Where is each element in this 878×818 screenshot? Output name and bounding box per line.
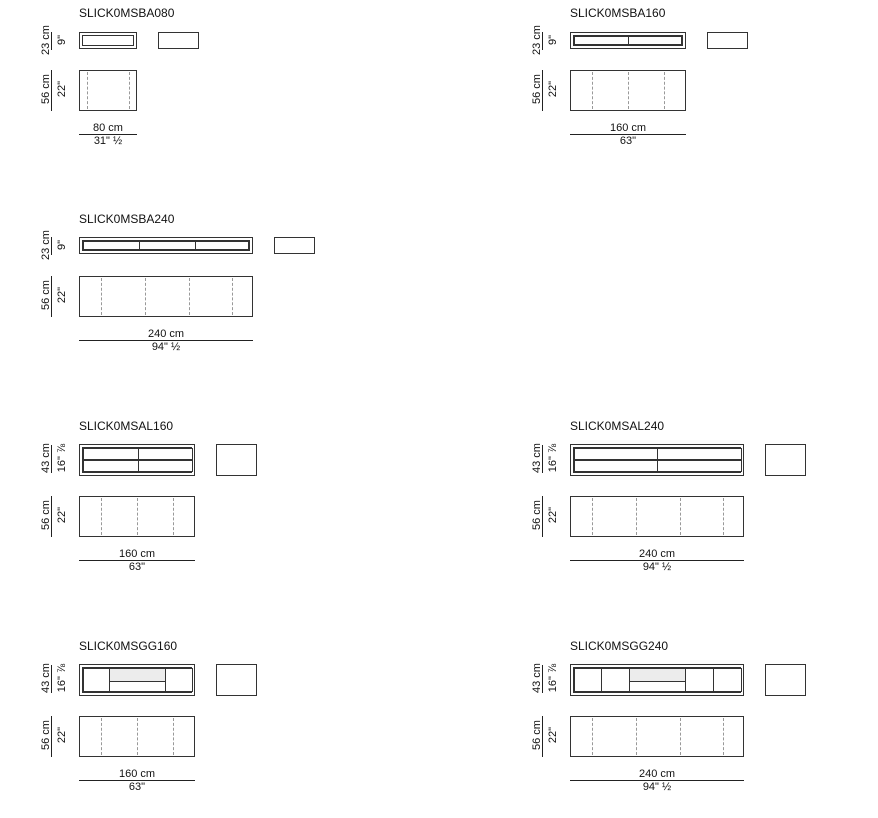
plan-view: [79, 70, 137, 111]
width-in: 31" ½: [93, 135, 123, 147]
front-elevation: [79, 237, 253, 254]
width-cm: 160 cm: [118, 768, 156, 780]
model-code: SLICK0MSBA160: [570, 6, 666, 20]
front-elevation: [570, 444, 744, 476]
depth-dimension: 56 cm 22": [38, 70, 68, 111]
plan-view: [79, 496, 195, 537]
plan-view: [570, 716, 744, 757]
height-in: 16" ⅞: [547, 663, 559, 693]
side-elevation: [274, 237, 315, 254]
height-in: 9": [547, 34, 559, 46]
height-dimension: 43 cm 16" ⅞: [529, 443, 559, 475]
model-code: SLICK0MSGG160: [79, 639, 178, 653]
height-dimension: 43 cm 16" ⅞: [38, 443, 68, 475]
side-elevation: [707, 32, 748, 49]
depth-in: 22": [56, 506, 68, 524]
front-elevation: [79, 444, 195, 476]
model-code: SLICK0MSBA240: [79, 212, 175, 226]
width-cm: 240 cm: [147, 328, 185, 340]
width-in: 63": [619, 135, 637, 147]
height-dimension: 43 cm 16" ⅞: [529, 663, 559, 695]
width-in: 94" ½: [151, 341, 181, 353]
depth-in: 22": [547, 80, 559, 98]
width-cm: 240 cm: [638, 768, 676, 780]
width-in: 63": [128, 561, 146, 573]
height-dimension: 43 cm 16" ⅞: [38, 663, 68, 695]
height-in: 9": [56, 34, 68, 46]
depth-in: 22": [56, 80, 68, 98]
width-dimension: 160 cm 63": [570, 122, 686, 147]
height-dimension: 23 cm 9": [38, 25, 68, 55]
plan-view: [570, 496, 744, 537]
height-in: 9": [56, 239, 68, 251]
model-code: SLICK0MSGG240: [570, 639, 669, 653]
side-elevation: [765, 664, 806, 696]
depth-in: 22": [56, 286, 68, 304]
width-dimension: 240 cm 94" ½: [570, 768, 744, 793]
width-dimension: 240 cm 94" ½: [79, 328, 253, 353]
front-elevation: [79, 664, 195, 696]
depth-dimension: 56 cm 22": [529, 716, 559, 757]
height-in: 16" ⅞: [56, 443, 68, 473]
width-cm: 80 cm: [93, 122, 123, 134]
model-code: SLICK0MSAL240: [570, 419, 665, 433]
width-cm: 160 cm: [609, 122, 647, 134]
depth-dimension: 56 cm 22": [38, 716, 68, 757]
depth-dimension: 56 cm 22": [38, 496, 68, 537]
height-dimension: 23 cm 9": [38, 230, 68, 260]
width-dimension: 80 cm 31" ½: [79, 122, 137, 147]
model-code: SLICK0MSBA080: [79, 6, 175, 20]
height-in: 16" ⅞: [547, 443, 559, 473]
depth-dimension: 56 cm 22": [529, 70, 559, 111]
side-elevation: [158, 32, 199, 49]
depth-dimension: 56 cm 22": [529, 496, 559, 537]
width-dimension: 160 cm 63": [79, 768, 195, 793]
height-dimension: 23 cm 9": [529, 25, 559, 55]
plan-view: [79, 276, 253, 317]
width-dimension: 240 cm 94" ½: [570, 548, 744, 573]
width-in: 63": [128, 781, 146, 793]
width-dimension: 160 cm 63": [79, 548, 195, 573]
depth-in: 22": [56, 726, 68, 744]
front-elevation: [79, 32, 137, 49]
depth-in: 22": [547, 506, 559, 524]
side-elevation: [216, 664, 257, 696]
plan-view: [570, 70, 686, 111]
width-in: 94" ½: [642, 781, 672, 793]
front-elevation: [570, 32, 686, 49]
depth-dimension: 56 cm 22": [38, 276, 68, 317]
height-in: 16" ⅞: [56, 663, 68, 693]
width-in: 94" ½: [642, 561, 672, 573]
plan-view: [79, 716, 195, 757]
width-cm: 240 cm: [638, 548, 676, 560]
side-elevation: [216, 444, 257, 476]
model-code: SLICK0MSAL160: [79, 419, 174, 433]
width-cm: 160 cm: [118, 548, 156, 560]
side-elevation: [765, 444, 806, 476]
depth-in: 22": [547, 726, 559, 744]
front-elevation: [570, 664, 744, 696]
